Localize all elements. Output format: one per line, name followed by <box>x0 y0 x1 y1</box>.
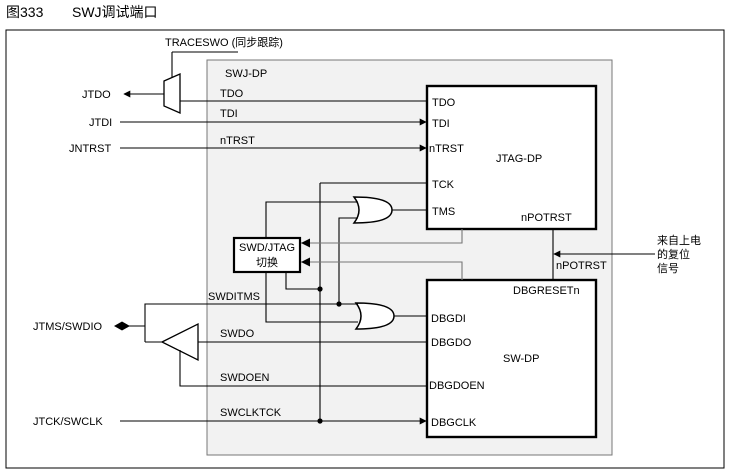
jtag-dp-label: JTAG-DP <box>496 153 542 165</box>
traceswo-mux <box>163 73 181 114</box>
dbgdi-or-gate <box>354 302 395 330</box>
switch-label-line1: SWD/JTAG <box>239 242 295 254</box>
swdoen-wire <box>179 350 427 387</box>
ntrst-label: nTRST <box>220 135 255 147</box>
jtms-swdio-arrow <box>114 321 122 331</box>
jtag-tdi-port: TDI <box>432 118 450 130</box>
sw-dbgdo-port: DBGDO <box>431 337 472 349</box>
junction-dot <box>336 301 342 307</box>
tms-or-gate <box>352 196 393 224</box>
figure-title: SWJ调试端口 <box>72 4 158 20</box>
swditms-label: SWDITMS <box>208 291 260 303</box>
jtdi-pin: JTDI <box>89 117 112 129</box>
sw-dbgdoen-port: DBGDOEN <box>429 380 485 392</box>
reset-source-line2: 的复位 <box>657 247 690 261</box>
jtdo-pin: JTDO <box>82 89 111 101</box>
sw-dbgdi-port: DBGDI <box>431 313 466 325</box>
jtms-swdio-pin: JTMS/SWDIO <box>33 321 102 333</box>
switch-label-line2: 切换 <box>256 255 278 269</box>
reset-source-line1: 来自上电 <box>657 234 701 247</box>
reset-source-line3: 信号 <box>657 262 679 275</box>
jtag-tdo-port: TDO <box>432 97 456 109</box>
swj-dp-label: SWJ-DP <box>225 68 267 80</box>
sw-dp-block <box>425 278 598 439</box>
jtag-tck-port: TCK <box>432 179 455 191</box>
jntrst-pin: JNTRST <box>69 143 111 155</box>
swclktck-label: SWCLKTCK <box>220 407 282 419</box>
sw-to-switch-wire <box>301 261 463 280</box>
junction-dot <box>317 418 323 424</box>
jtag-tms-port: TMS <box>432 206 455 218</box>
tdi-label: TDI <box>220 108 238 120</box>
swdoen-label: SWDOEN <box>220 372 270 384</box>
sw-dp-label: SW-DP <box>503 353 539 365</box>
sw-dbgresetn-port: DBGRESETn <box>513 285 580 297</box>
swditms-wire <box>144 303 339 326</box>
outer-frame <box>5 29 725 469</box>
jtag-to-switch-wire <box>301 229 463 244</box>
figure-number: 图333 <box>6 4 44 20</box>
tdo-label: TDO <box>220 88 244 100</box>
traceswo-label: TRACESWO (同步跟踪) <box>165 35 283 49</box>
swd-jtag-switch-block <box>232 236 302 274</box>
jtag-ntrst-port: nTRST <box>429 143 464 155</box>
jtck-swclk-pin: JTCK/SWCLK <box>33 416 103 428</box>
npotrst-label: nPOTRST <box>556 260 607 272</box>
jtag-dp-block <box>425 84 598 231</box>
jtag-npotrst-port: nPOTRST <box>521 212 572 224</box>
junction-dot <box>317 286 323 292</box>
sw-dbgclk-port: DBGCLK <box>431 417 477 429</box>
swdo-label: SWDO <box>220 328 255 340</box>
